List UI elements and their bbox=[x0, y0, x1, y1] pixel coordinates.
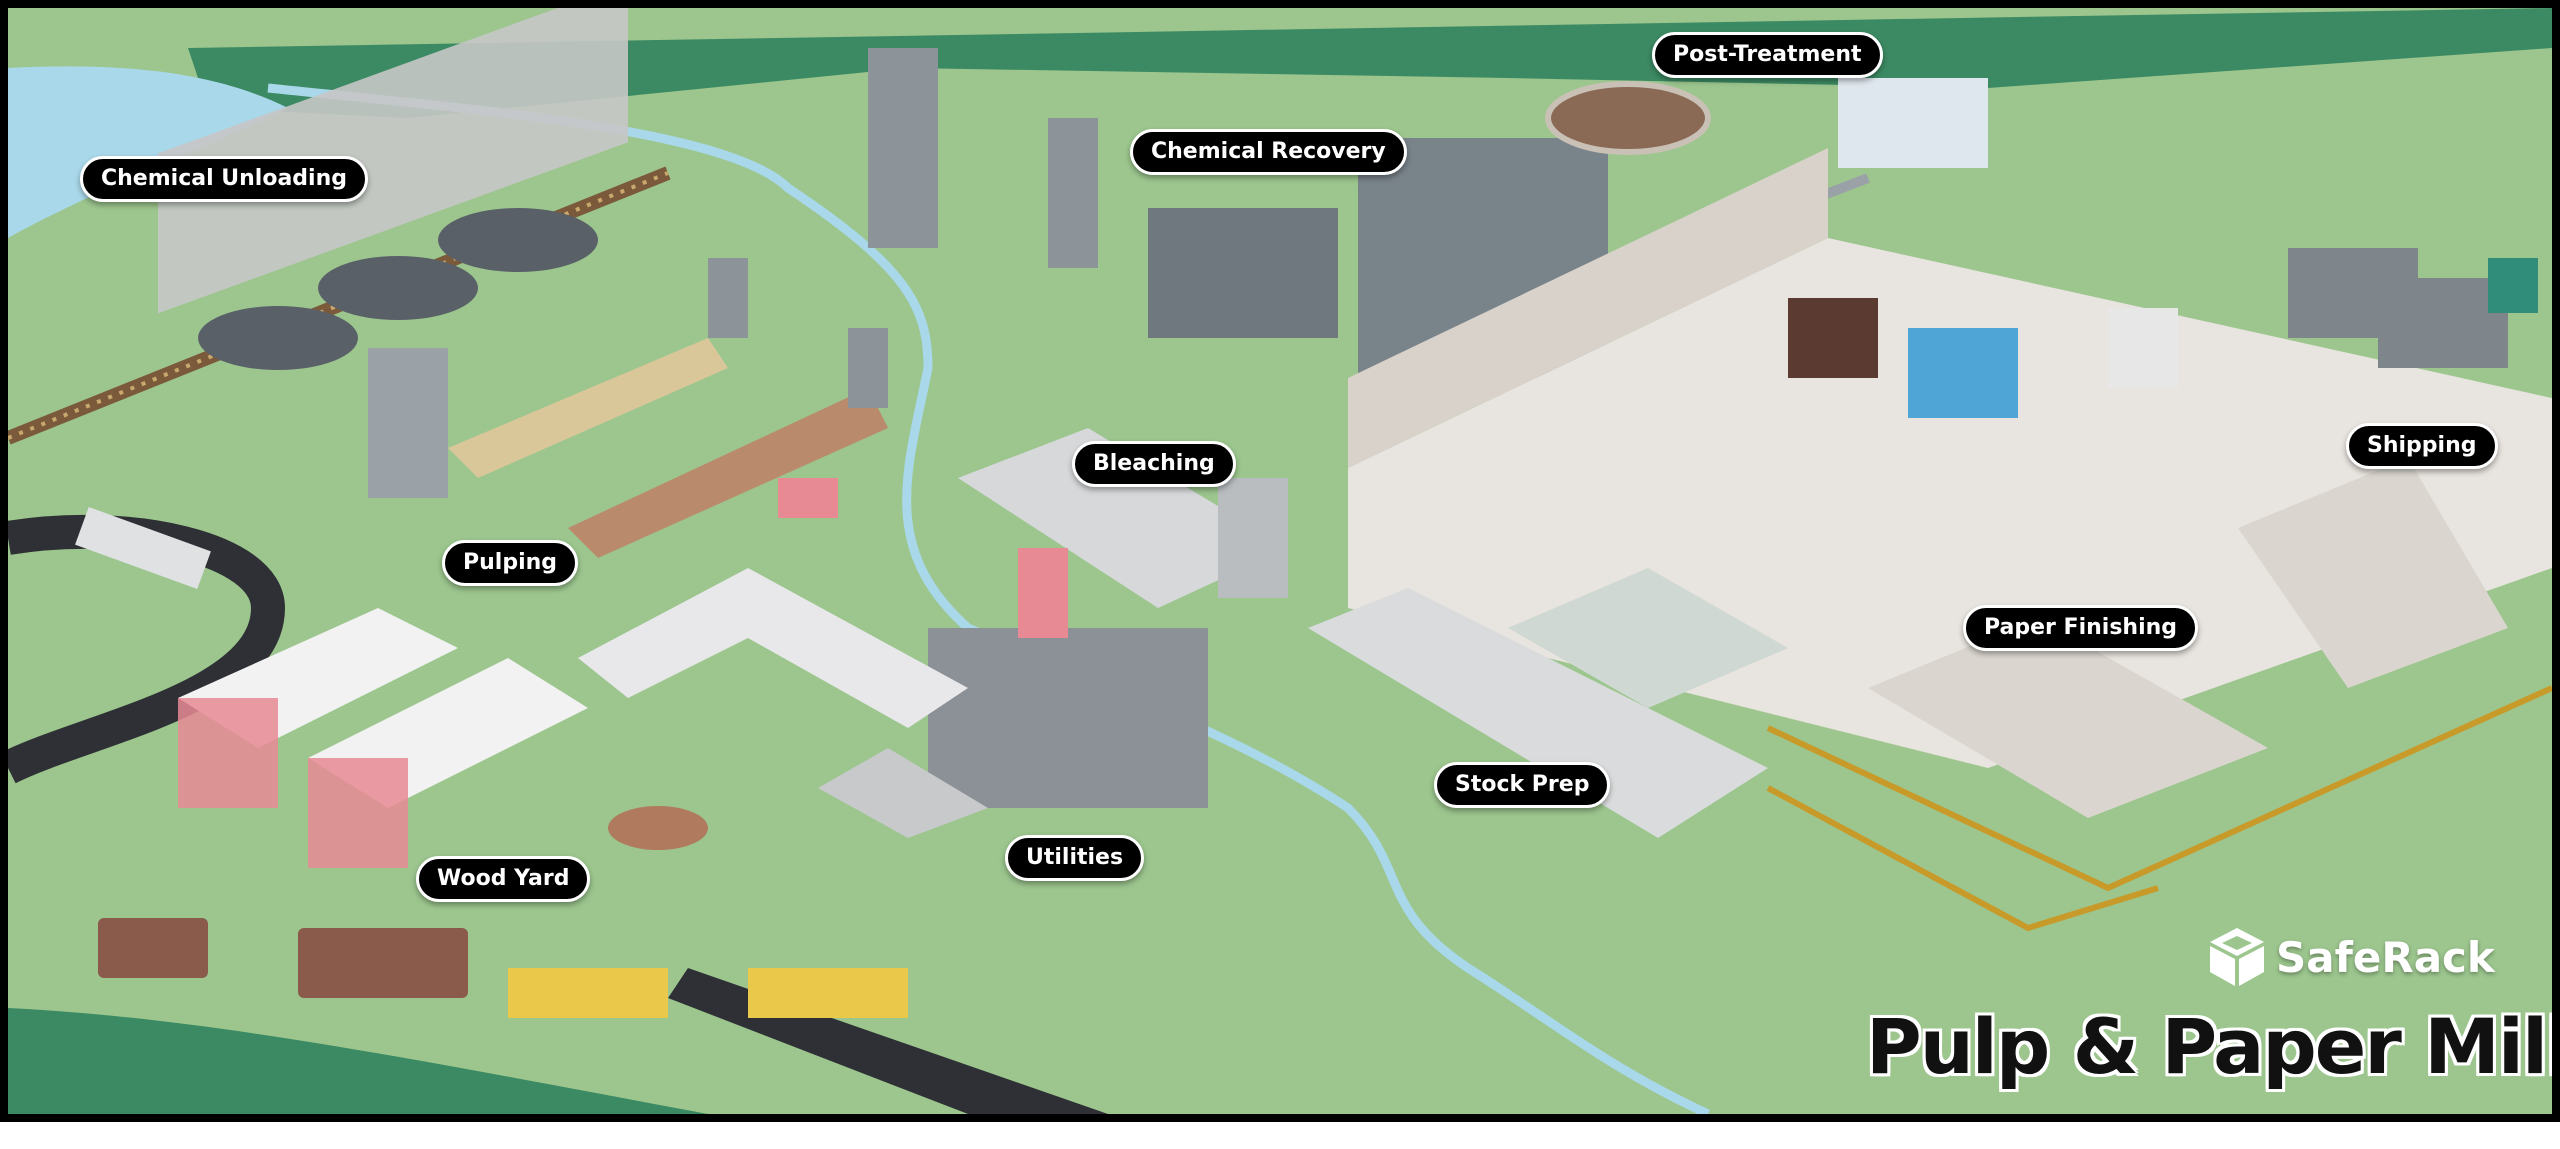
substation bbox=[818, 748, 988, 838]
lake bbox=[8, 66, 288, 239]
label-chemical-unloading[interactable]: Chemical Unloading bbox=[80, 156, 369, 202]
log-piles bbox=[98, 918, 468, 998]
digester-tower bbox=[868, 48, 938, 248]
chip-conveyor-shed bbox=[578, 568, 968, 728]
label-shipping[interactable]: Shipping bbox=[2346, 423, 2498, 469]
cube-icon bbox=[2210, 928, 2264, 986]
log-truck-2 bbox=[748, 968, 908, 1018]
label-bleaching[interactable]: Bleaching bbox=[1072, 441, 1236, 487]
dark-hill-top bbox=[188, 8, 2552, 118]
brand-name: SafeRack bbox=[2276, 932, 2495, 982]
recovery-tower bbox=[1048, 118, 1098, 268]
shipping-pad bbox=[2238, 458, 2508, 688]
debarking-building-accent bbox=[178, 698, 278, 808]
poster-title: Pulp & Paper Mill bbox=[1866, 1002, 2560, 1091]
bark-pile bbox=[608, 806, 708, 850]
tanker-truck bbox=[75, 506, 211, 590]
pulping-tower bbox=[368, 348, 448, 498]
log-truck bbox=[508, 968, 668, 1018]
bleach-tanks bbox=[1218, 478, 1288, 598]
utilities-stack bbox=[1018, 548, 1068, 638]
label-chemical-recovery[interactable]: Chemical Recovery bbox=[1130, 129, 1407, 175]
chip-silo bbox=[708, 258, 748, 338]
isometric-mill-illustration bbox=[8, 8, 2552, 1114]
paper-roll-stacks bbox=[1788, 298, 2178, 418]
river bbox=[267, 83, 1710, 1114]
brand-logo: SafeRack bbox=[2208, 926, 2495, 988]
label-stock-prep[interactable]: Stock Prep bbox=[1434, 762, 1611, 808]
chipper-building-accent bbox=[308, 758, 408, 868]
label-utilities[interactable]: Utilities bbox=[1005, 835, 1145, 881]
warehouse-wall bbox=[1348, 148, 1828, 468]
dark-hill-bottom bbox=[8, 1008, 708, 1114]
utilities-building bbox=[928, 628, 1208, 808]
map-frame: Chemical Unloading Post-Treatment Chemic… bbox=[0, 0, 2560, 1122]
conveyor-line bbox=[1766, 685, 2552, 892]
wood-chip-pile bbox=[448, 338, 728, 478]
small-shed bbox=[778, 478, 838, 518]
wood-chip-pile-brown bbox=[568, 388, 888, 558]
bleaching-plant bbox=[958, 428, 1288, 608]
chemical-recovery-plant bbox=[1148, 208, 1338, 338]
truck-cab bbox=[2488, 258, 2538, 313]
clarifier-tank bbox=[1545, 81, 1711, 155]
treatment-basin bbox=[1838, 78, 1988, 168]
conveyor-line-2 bbox=[1766, 785, 2159, 932]
label-pulping[interactable]: Pulping bbox=[442, 540, 579, 586]
label-post-treatment[interactable]: Post-Treatment bbox=[1652, 32, 1883, 78]
label-wood-yard[interactable]: Wood Yard bbox=[416, 856, 591, 902]
rail-tank-cars bbox=[158, 8, 628, 370]
label-paper-finishing[interactable]: Paper Finishing bbox=[1963, 605, 2199, 651]
machine-pad bbox=[1508, 568, 1788, 708]
shipping-trailer-2 bbox=[2378, 278, 2508, 368]
chip-silo-2 bbox=[848, 328, 888, 408]
finishing-pad bbox=[1868, 618, 2268, 818]
stock-prep-line bbox=[1308, 588, 1768, 838]
